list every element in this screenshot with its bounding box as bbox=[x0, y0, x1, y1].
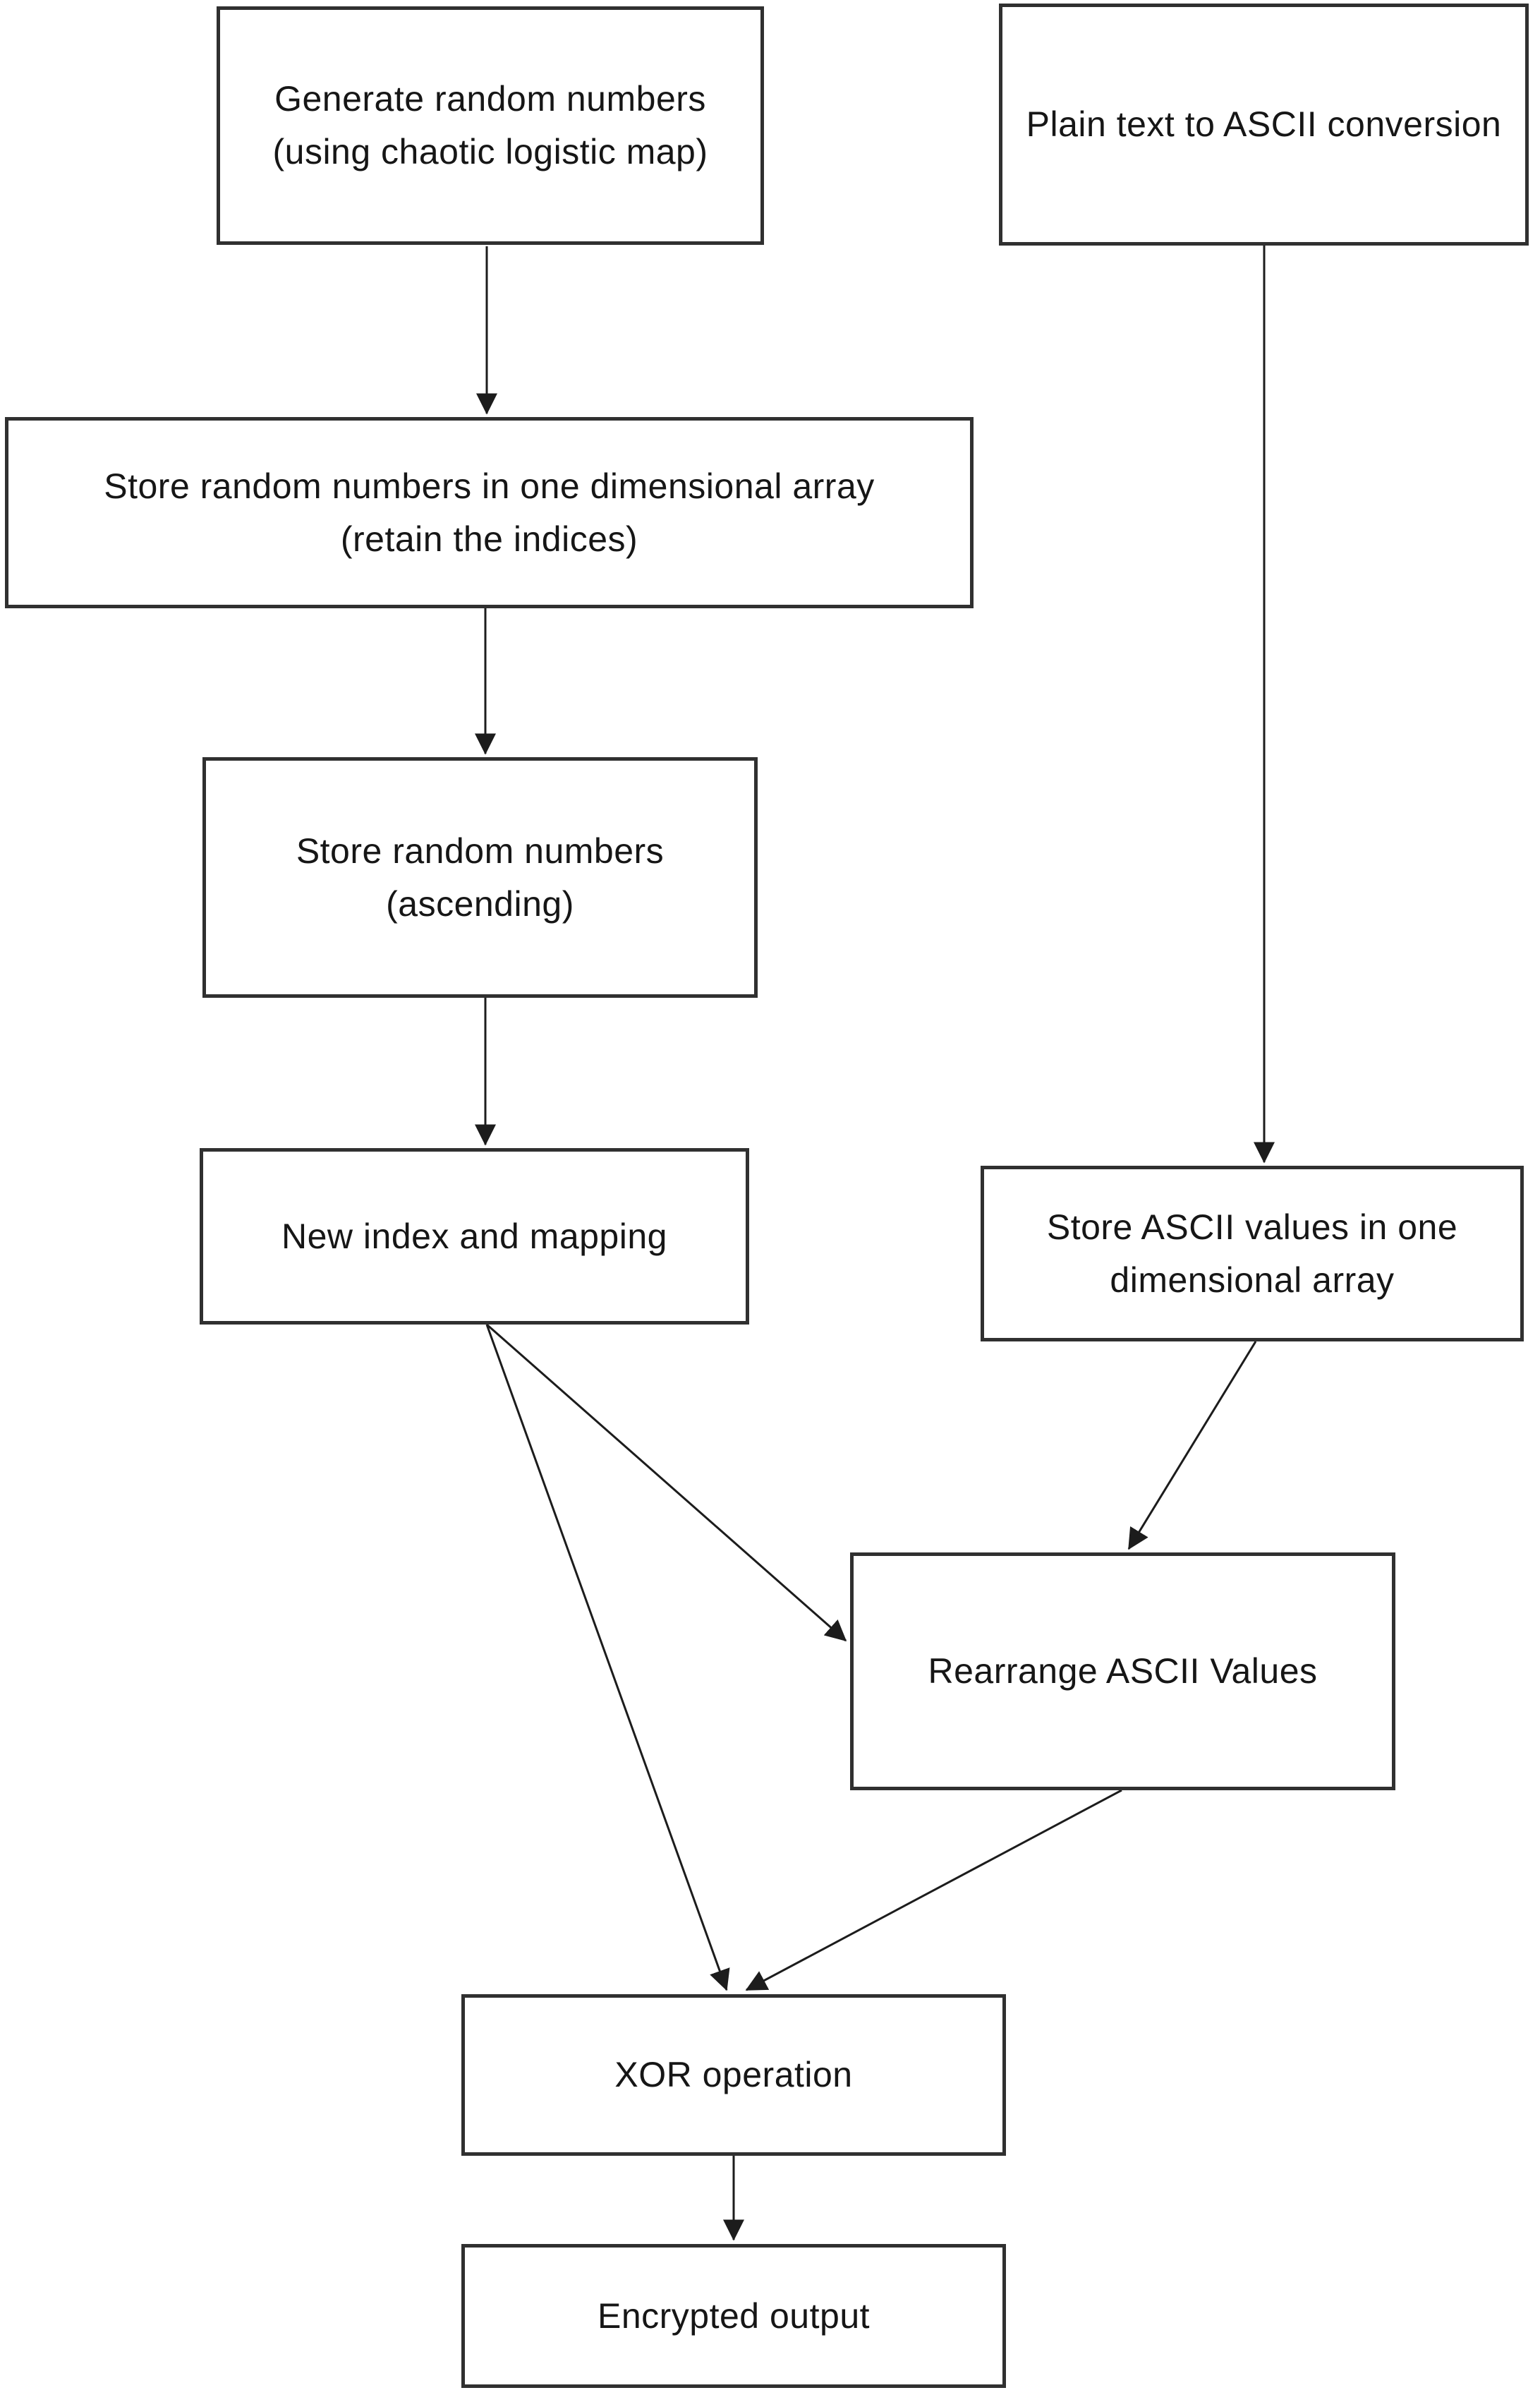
connector-store-ascii-to-rearrange bbox=[1127, 1341, 1257, 1550]
node-label: XOR operation bbox=[614, 2055, 853, 2094]
connector-new-index-to-xor bbox=[485, 1324, 730, 1991]
node-label: Store ASCII values in one dimensional ar… bbox=[1046, 1207, 1458, 1300]
node-label: New index and mapping bbox=[281, 1216, 667, 1256]
node-label: Plain text to ASCII conversion bbox=[1026, 104, 1502, 144]
node-label: Generate random numbers (using chaotic l… bbox=[272, 79, 708, 171]
node-label: Store random numbers in one dimensional … bbox=[104, 466, 875, 559]
node-encrypted-output: Encrypted output bbox=[461, 2244, 1006, 2388]
node-label: Store random numbers (ascending) bbox=[296, 831, 665, 924]
node-label: Rearrange ASCII Values bbox=[928, 1651, 1318, 1691]
node-rearrange-ascii-values: Rearrange ASCII Values bbox=[850, 1552, 1395, 1790]
node-plain-text-to-ascii: Plain text to ASCII conversion bbox=[999, 4, 1529, 246]
node-label: Encrypted output bbox=[597, 2296, 871, 2336]
node-new-index-and-mapping: New index and mapping bbox=[200, 1148, 749, 1325]
node-xor-operation: XOR operation bbox=[461, 1994, 1006, 2156]
node-store-random-numbers-ascending: Store random numbers (ascending) bbox=[202, 757, 758, 998]
node-generate-random-numbers: Generate random numbers (using chaotic l… bbox=[217, 6, 764, 245]
connector-rearrange-to-xor bbox=[745, 1789, 1122, 1991]
node-store-random-numbers-array: Store random numbers in one dimensional … bbox=[5, 417, 974, 608]
connector-new-index-to-rearrange bbox=[486, 1323, 847, 1642]
node-store-ascii-values-array: Store ASCII values in one dimensional ar… bbox=[981, 1166, 1524, 1341]
